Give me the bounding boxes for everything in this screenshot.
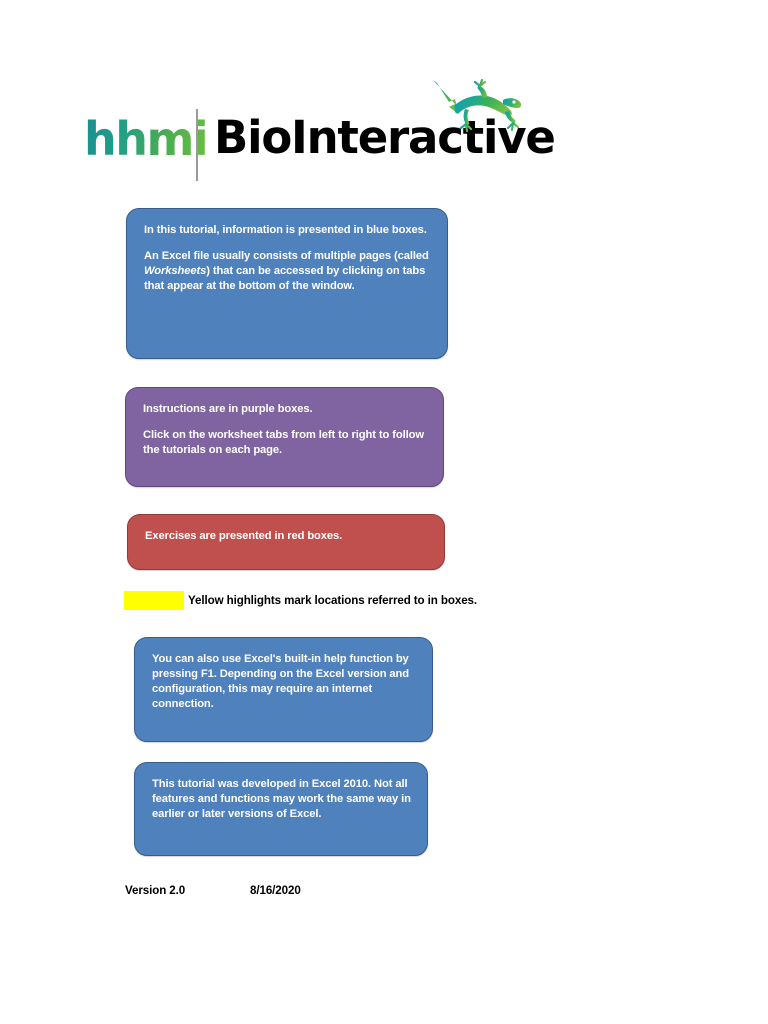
callout-blue-help: You can also use Excel's built-in help f…: [134, 637, 433, 742]
callout-paragraph: Click on the worksheet tabs from left to…: [143, 428, 424, 456]
callout-red-exercises: Exercises are presented in red boxes.: [127, 514, 445, 570]
callout-paragraph: This tutorial was developed in Excel 201…: [152, 778, 411, 820]
callout-paragraph: An Excel file usually consists of multip…: [144, 249, 431, 294]
callout-purple-instructions: Instructions are in purple boxes. Click …: [125, 387, 444, 487]
biointeractive-wordmark: BioInteractive: [214, 111, 556, 164]
text-before-italic: An Excel file usually consists of multip…: [144, 249, 429, 262]
logo-divider: [196, 109, 198, 181]
document-footer: Version 2.0 8/16/2020: [125, 884, 301, 897]
callout-paragraph: You can also use Excel's built-in help f…: [152, 653, 410, 710]
yellow-highlight-swatch: [124, 590, 184, 610]
callout-blue-intro: In this tutorial, information is present…: [126, 208, 448, 359]
gecko-lizard-icon: [433, 78, 522, 133]
version-label: Version 2.0: [125, 884, 186, 897]
callout-paragraph: Instructions are in purple boxes.: [143, 403, 313, 415]
date-label: 8/16/2020: [250, 884, 301, 897]
text-after-italic: ) that can be accessed by clicking on ta…: [144, 264, 426, 292]
yellow-highlight-label: Yellow highlights mark locations referre…: [188, 593, 478, 607]
hhmi-wordmark: hhmi: [84, 112, 209, 166]
callout-paragraph: Exercises are presented in red boxes.: [145, 530, 343, 542]
worksheets-italic-term: Worksheets: [144, 264, 207, 277]
callout-paragraph: In this tutorial, information is present…: [144, 224, 427, 236]
hhmi-biointeractive-logo: hhmi BioInteractive: [80, 78, 556, 190]
callout-blue-version-note: This tutorial was developed in Excel 201…: [134, 762, 428, 856]
yellow-highlight-legend: Yellow highlights mark locations referre…: [124, 590, 477, 610]
